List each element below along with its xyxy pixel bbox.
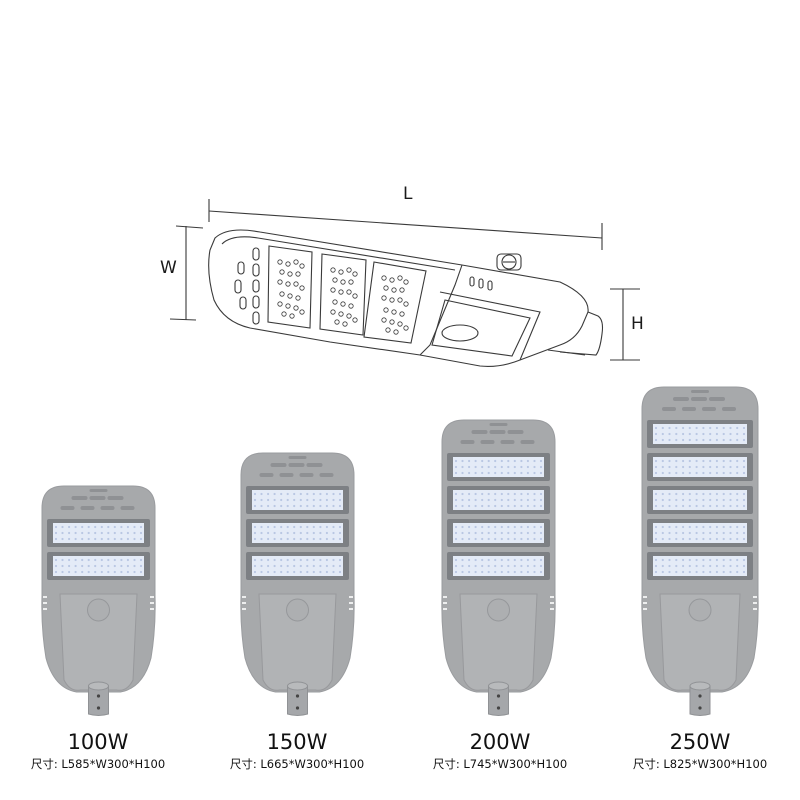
size-label: 尺寸: L745*W300*H100: [432, 757, 568, 771]
street-light-200w: [440, 418, 557, 716]
wattage-label: 100W: [67, 730, 129, 754]
product-caption-200w: 200W 尺寸: L745*W300*H100: [420, 730, 580, 772]
street-light-image: [41, 485, 156, 716]
wattage-label: 150W: [266, 730, 328, 754]
height-label: H: [631, 314, 644, 334]
street-light-image: [441, 419, 556, 716]
wattage-label: 250W: [669, 730, 731, 754]
dimension-diagram: L W H: [160, 184, 644, 367]
length-label: L: [403, 184, 413, 204]
street-light-image: [641, 386, 759, 716]
product-caption-100w: 100W 尺寸: L585*W300*H100: [18, 730, 178, 772]
street-light-150w: [239, 451, 356, 716]
size-label: 尺寸: L585*W300*H100: [30, 757, 166, 771]
size-label: 尺寸: L665*W300*H100: [229, 757, 365, 771]
product-caption-250w: 250W 尺寸: L825*W300*H100: [620, 730, 780, 772]
street-light-100w: [40, 484, 157, 716]
width-label: W: [160, 258, 177, 278]
wattage-label: 200W: [469, 730, 531, 754]
street-light-image: [240, 452, 355, 716]
product-caption-150w: 150W 尺寸: L665*W300*H100: [217, 730, 377, 772]
street-light-250w: [640, 385, 760, 716]
size-label: 尺寸: L825*W300*H100: [632, 757, 768, 771]
street-light-line-drawing: [169, 199, 640, 367]
